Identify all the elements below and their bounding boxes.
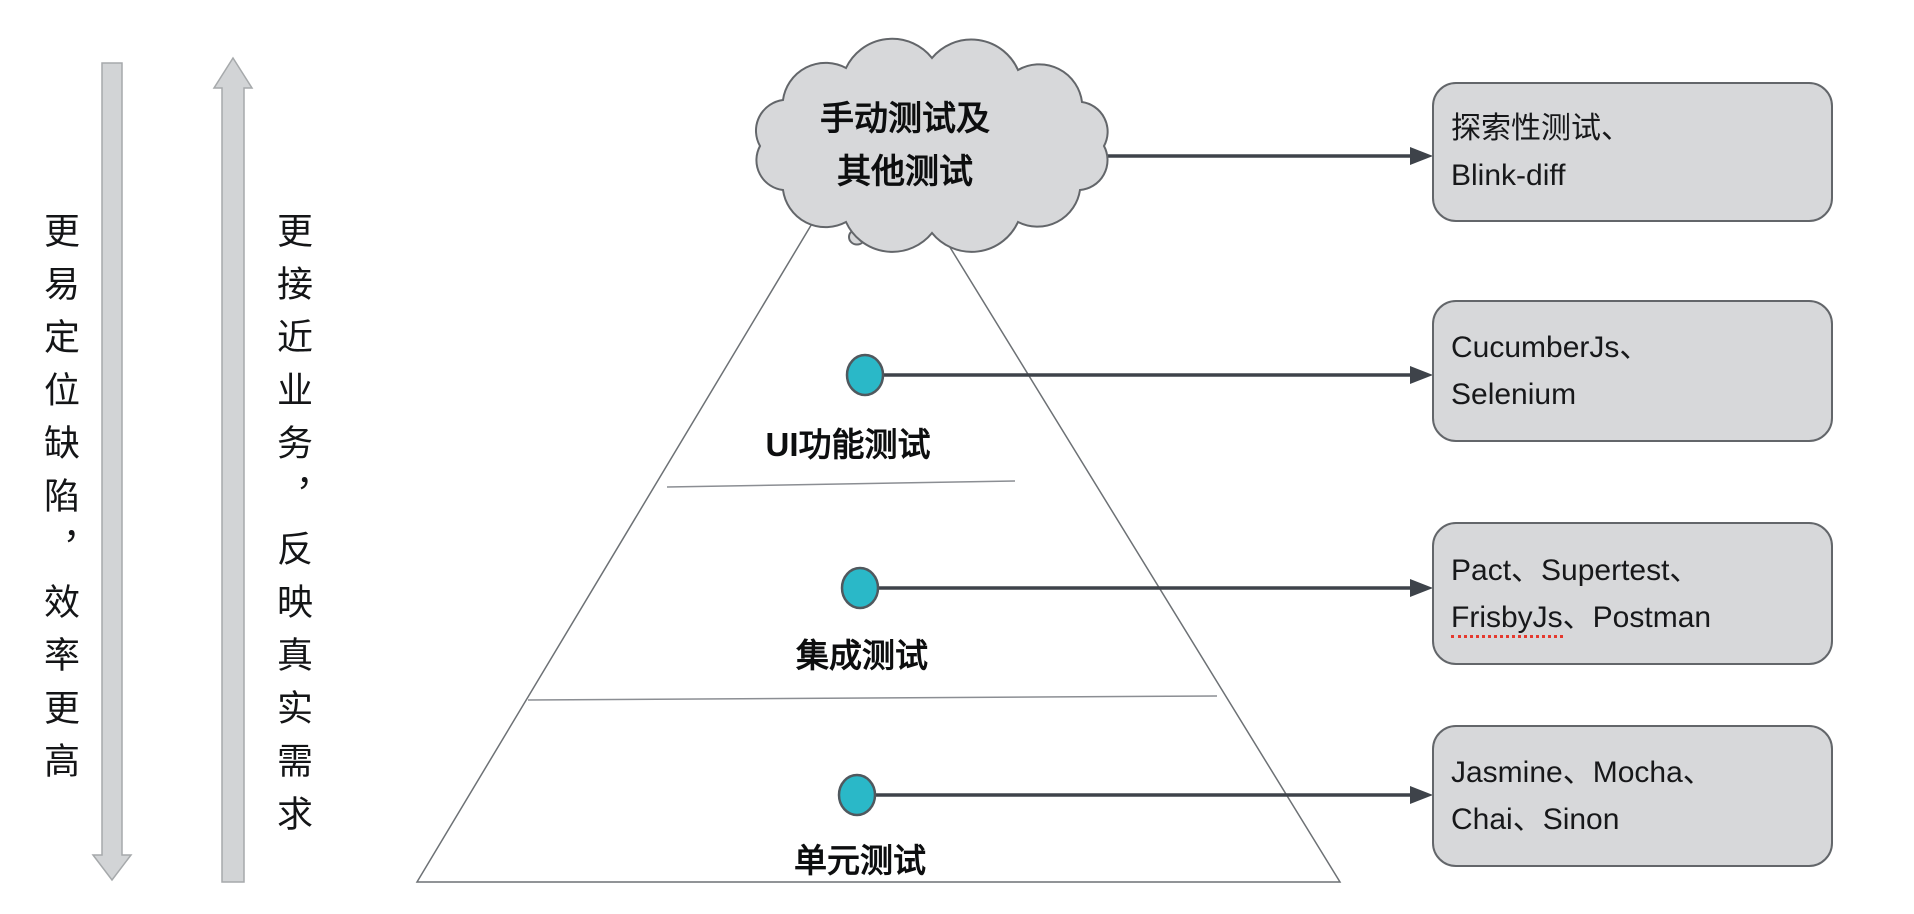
misspelled-word: FrisbyJs bbox=[1451, 600, 1563, 638]
tool-box-integration-line2: FrisbyJs、Postman bbox=[1451, 594, 1831, 641]
level-label-ui: UI功能测试 bbox=[765, 426, 931, 463]
tool-box-manual: 探索性测试、 Blink-diff bbox=[1432, 82, 1833, 222]
pyramid-divider-upper bbox=[666, 480, 1016, 488]
cloud-caption-line1: 手动测试及 bbox=[820, 100, 990, 138]
tool-box-unit-line1: Jasmine、Mocha、 bbox=[1451, 756, 1713, 789]
tool-box-unit: Jasmine、Mocha、 Chai、Sinon bbox=[1432, 725, 1833, 867]
connector-arrowhead-unit bbox=[1410, 786, 1433, 804]
tool-box-ui: CucumberJs、 Selenium bbox=[1432, 300, 1833, 442]
level-label-unit: 单元测试 bbox=[794, 842, 926, 879]
up-arrow-caption: 更接近业务，反映真实需求 bbox=[272, 212, 313, 848]
pyramid-divider-lower bbox=[527, 695, 1218, 701]
tool-box-integration: Pact、Supertest、 FrisbyJs、Postman bbox=[1432, 522, 1833, 665]
level-dot-integration bbox=[840, 566, 880, 610]
tool-box-integration-line2-rest: 、Postman bbox=[1562, 600, 1712, 634]
tool-box-ui-line2: Selenium bbox=[1451, 378, 1577, 411]
tool-box-manual-line2: Blink-diff bbox=[1451, 159, 1566, 192]
connector-arrowhead-ui bbox=[1410, 366, 1433, 384]
tool-box-unit-line2: Chai、Sinon bbox=[1451, 803, 1620, 836]
level-label-integration: 集成测试 bbox=[796, 637, 928, 674]
cloud-caption: 手动测试及 其他测试 bbox=[760, 93, 1050, 199]
down-arrow-caption: 更易定位缺陷，效率更高 bbox=[39, 212, 80, 795]
tool-box-manual-line1: 探索性测试、 bbox=[1451, 112, 1631, 145]
level-dot-unit bbox=[837, 773, 877, 817]
cloud-caption-line2: 其他测试 bbox=[837, 153, 973, 191]
level-dot-ui bbox=[845, 353, 885, 397]
connector-arrowhead-integration bbox=[1410, 579, 1433, 597]
up-arrow-shape bbox=[212, 56, 254, 883]
connector-arrowhead-manual bbox=[1410, 147, 1433, 165]
down-arrow-shape bbox=[91, 62, 133, 882]
cloud-shape bbox=[755, 37, 1109, 253]
pyramid-triangle bbox=[415, 120, 1342, 883]
tool-box-ui-line1: CucumberJs、 bbox=[1451, 331, 1650, 364]
tool-box-integration-line1: Pact、Supertest、 bbox=[1451, 553, 1700, 587]
